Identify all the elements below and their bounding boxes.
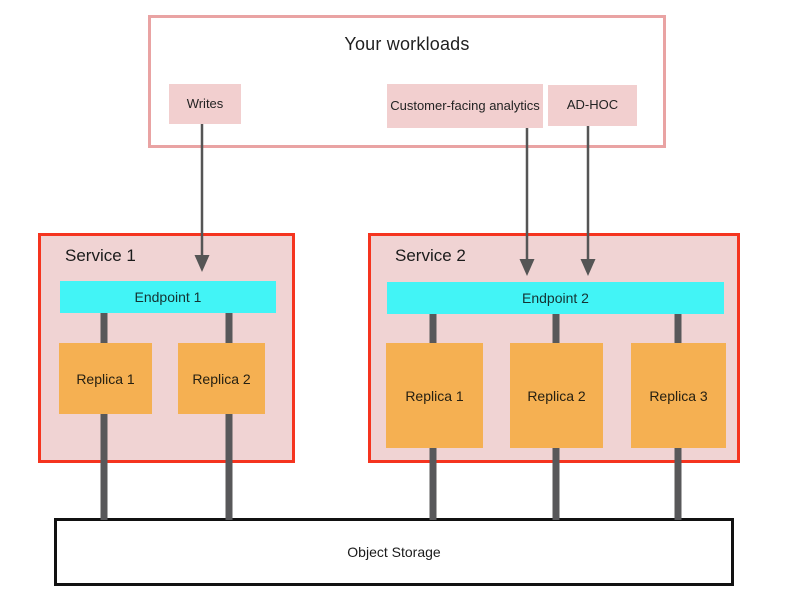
service1-replica-1: Replica 1 — [59, 343, 152, 414]
workload-customer-facing-analytics: Customer-facing analytics — [387, 84, 543, 128]
service2-replica-2: Replica 2 — [510, 343, 603, 448]
object-storage-box: Object Storage — [54, 518, 734, 586]
workloads-title: Your workloads — [344, 34, 470, 54]
service2-replica-3: Replica 3 — [631, 343, 726, 448]
service-1-title: Service 1 — [65, 246, 136, 265]
workload-adhoc: AD-HOC — [548, 85, 637, 126]
service2-replica-1: Replica 1 — [386, 343, 483, 448]
endpoint-2: Endpoint 2 — [387, 282, 724, 314]
endpoint-1: Endpoint 1 — [60, 281, 276, 313]
service-2-title: Service 2 — [395, 246, 466, 265]
workload-writes: Writes — [169, 84, 241, 124]
service1-replica-2: Replica 2 — [178, 343, 265, 414]
